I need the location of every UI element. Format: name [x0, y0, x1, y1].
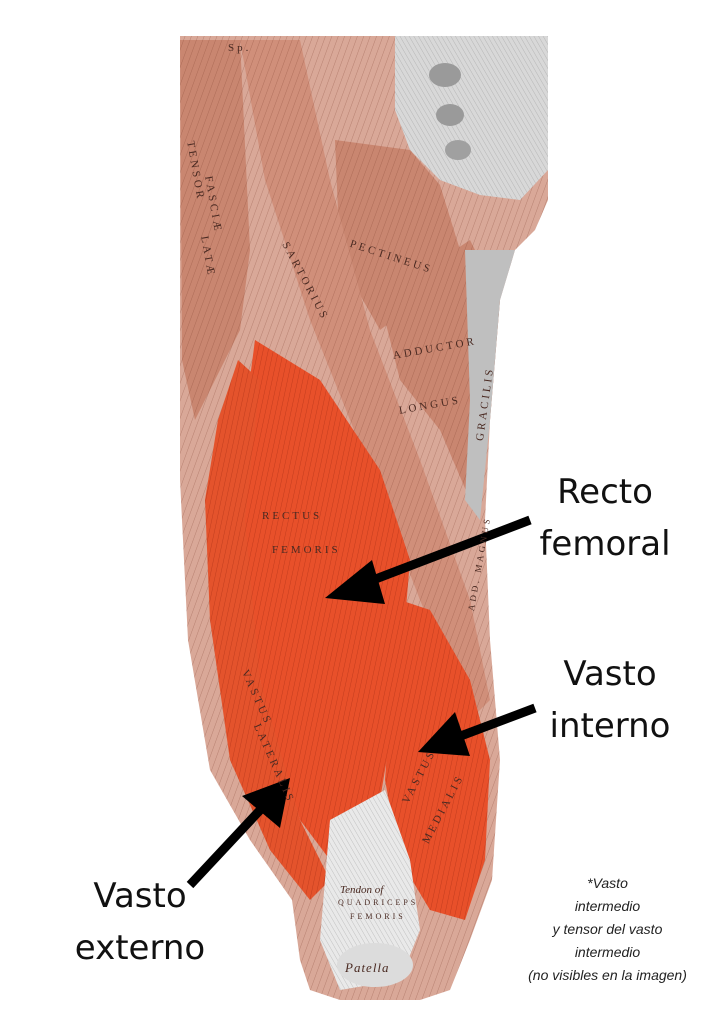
label-vasto-interno: Vasto interno [535, 648, 685, 752]
label-recto-femoral: Recto femoral [530, 466, 680, 570]
label-patella: Patella [345, 960, 390, 975]
footnote-line2: intermedio [574, 898, 641, 914]
footnote-line4: intermedio [574, 944, 641, 960]
label-tendon-2: QUADRICEPS [338, 898, 419, 907]
label-externo-line2: externo [74, 928, 206, 968]
label-recto-line1: Recto [557, 472, 653, 512]
arrow-vasto-interno [418, 703, 537, 756]
label-interno-line1: Vasto [563, 654, 657, 694]
patella [337, 943, 413, 987]
label-recto-line2: femoral [539, 524, 671, 564]
label-tendon-3: FEMORIS [350, 912, 406, 921]
label-externo-line1: Vasto [93, 876, 187, 916]
label-vasto-externo: Vasto externo [60, 870, 220, 974]
arrow-recto-femoral [325, 515, 532, 604]
footnote-line1: *Vasto [587, 875, 628, 891]
label-sp: Sp. [228, 42, 252, 54]
label-interno-line2: interno [549, 706, 671, 746]
footnote-line5: (no visibles en la imagen) [528, 967, 687, 983]
arrow-vasto-externo [186, 778, 290, 889]
footnote-line3: y tensor del vasto [552, 921, 663, 937]
gracilis [465, 250, 515, 520]
label-rectus: RECTUS [262, 510, 323, 522]
label-femoris: FEMORIS [272, 544, 341, 556]
label-tendon-1: Tendon of [340, 884, 384, 896]
footnote: *Vasto intermedio y tensor del vasto int… [500, 872, 715, 987]
